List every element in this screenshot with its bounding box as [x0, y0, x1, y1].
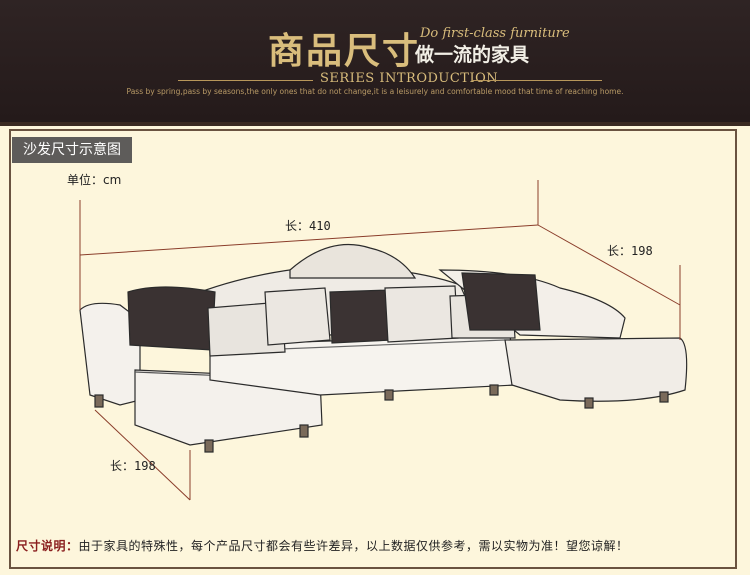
- sofa-crest: [289, 243, 417, 279]
- dimension-length-left: 长：198: [110, 459, 156, 473]
- content-frame: [9, 129, 737, 569]
- cushion-dark-right: [461, 272, 541, 331]
- header-banner: 商品尺寸 Do first-class furniture 做一流的家具 SER…: [0, 0, 750, 122]
- sofa-right-ottoman: [504, 337, 688, 402]
- cushion-dark-center: [329, 289, 393, 344]
- dimension-length-top: 长：410: [285, 219, 331, 233]
- tagline-script: Do first-class furniture: [420, 26, 570, 41]
- cushion-light-3: [384, 285, 459, 343]
- size-note: 尺寸说明：由于家具的特殊性，每个产品尺寸都会有些许差异，以上数据仅供参考，需以实…: [16, 537, 629, 554]
- cushion-light-2: [264, 287, 331, 346]
- tagline-cn: 做一流的家具: [415, 44, 530, 66]
- divider-left: [178, 80, 313, 81]
- sofa-left-arm: [79, 302, 141, 406]
- dimension-length-right: 长：198: [607, 244, 653, 258]
- intro-text: Pass by spring,pass by seasons,the only …: [126, 87, 624, 96]
- series-heading: SERIES INTRODUCTION: [320, 71, 499, 86]
- frame-top-bar: [0, 122, 750, 126]
- note-text: 由于家具的特殊性，每个产品尺寸都会有些许差异，以上数据仅供参考，需以实物为准！望…: [78, 539, 629, 553]
- divider-right: [472, 80, 602, 81]
- unit-label: 单位：cm: [67, 173, 122, 187]
- dimension-lines: [79, 180, 681, 501]
- cushion-dark-left: [127, 286, 216, 351]
- page-title: 商品尺寸: [268, 30, 421, 72]
- note-label: 尺寸说明：: [16, 539, 79, 553]
- diagram-caption: 沙发尺寸示意图: [12, 137, 132, 163]
